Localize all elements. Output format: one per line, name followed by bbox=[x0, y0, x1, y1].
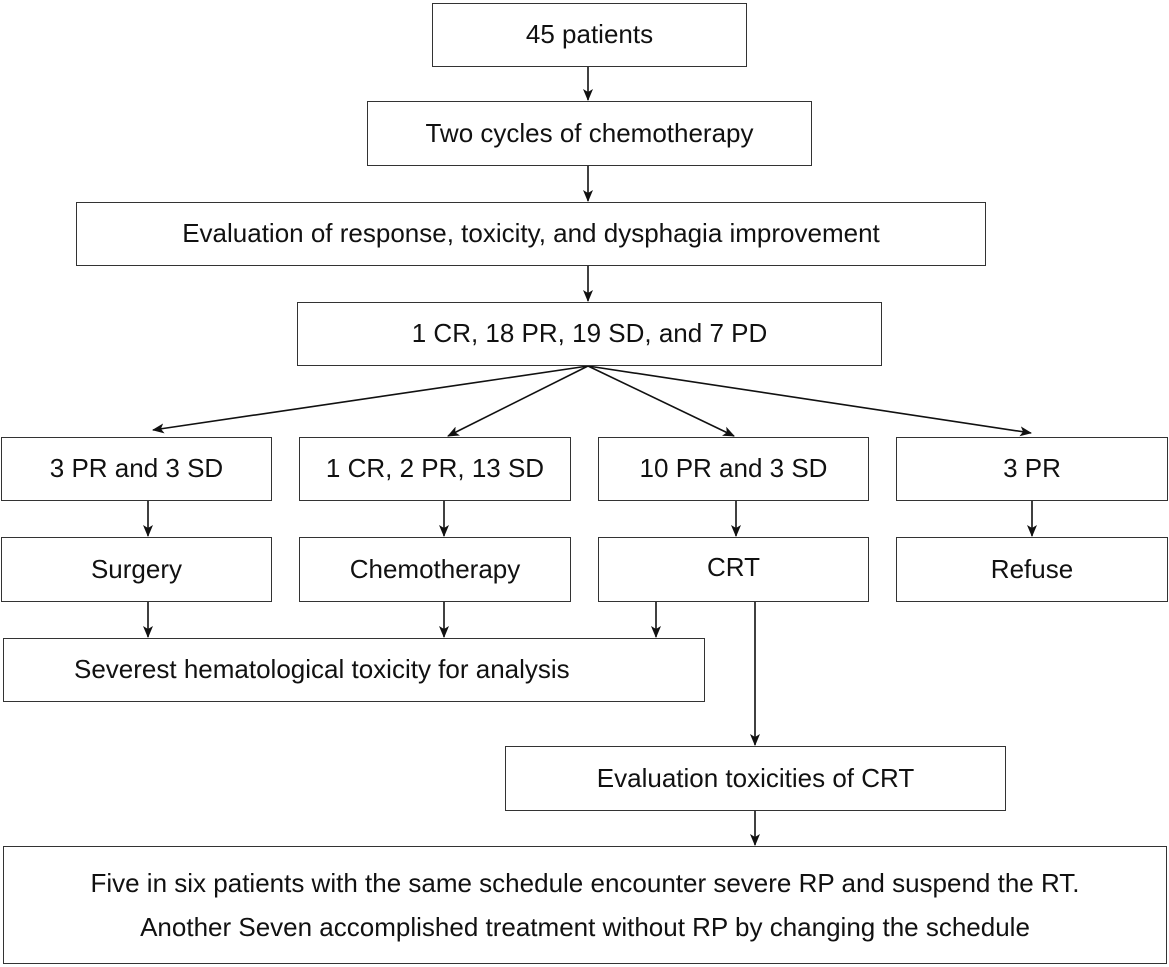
outcome-line-2: Another Seven accomplished treatment wit… bbox=[140, 912, 1030, 942]
group-1-response-label: 3 PR and 3 SD bbox=[49, 453, 224, 484]
group-3-response-label: 10 PR and 3 SD bbox=[639, 453, 828, 484]
arrow-response-to-group-3 bbox=[587, 365, 735, 437]
group-4-response-box: 3 PR bbox=[896, 437, 1168, 501]
arrow-response-to-group-4 bbox=[587, 365, 1032, 437]
hematological-label: Severest hematological toxicity for anal… bbox=[74, 654, 570, 685]
arrow-response-to-group-2 bbox=[447, 365, 589, 437]
group-3-response-box: 10 PR and 3 SD bbox=[598, 437, 869, 501]
group-2-response-box: 1 CR, 2 PR, 13 SD bbox=[299, 437, 571, 501]
hematological-box: Severest hematological toxicity for anal… bbox=[3, 638, 705, 702]
outcome-line-1: Five in six patients with the same sched… bbox=[90, 868, 1080, 898]
crt-evaluation-label: Evaluation toxicities of CRT bbox=[596, 762, 915, 793]
arrow-response-to-group-1 bbox=[152, 365, 589, 434]
chemotherapy-box: Chemotherapy bbox=[299, 537, 571, 602]
crt-box: CRT bbox=[598, 537, 869, 602]
start-label: 45 patients bbox=[525, 19, 654, 50]
crt-label: CRT bbox=[707, 552, 760, 582]
evaluation-label: Evaluation of response, toxicity, and dy… bbox=[182, 218, 880, 249]
chemo-cycles-box: Two cycles of chemotherapy bbox=[367, 101, 812, 166]
surgery-label: Surgery bbox=[90, 553, 183, 584]
crt-evaluation-box: Evaluation toxicities of CRT bbox=[505, 746, 1006, 811]
chemo-cycles-label: Two cycles of chemotherapy bbox=[425, 117, 754, 148]
start-box: 45 patients bbox=[432, 3, 747, 67]
outcome-box: Five in six patients with the same sched… bbox=[3, 846, 1167, 964]
surgery-box: Surgery bbox=[1, 537, 272, 602]
group-4-response-label: 3 PR bbox=[1003, 453, 1061, 484]
refuse-label: Refuse bbox=[990, 553, 1074, 584]
evaluation-box: Evaluation of response, toxicity, and dy… bbox=[76, 202, 986, 266]
chemotherapy-label: Chemotherapy bbox=[349, 553, 521, 584]
refuse-box: Refuse bbox=[896, 537, 1168, 602]
group-1-response-box: 3 PR and 3 SD bbox=[1, 437, 272, 501]
group-2-response-label: 1 CR, 2 PR, 13 SD bbox=[325, 453, 545, 484]
response-summary-label: 1 CR, 18 PR, 19 SD, and 7 PD bbox=[411, 318, 768, 349]
response-summary-box: 1 CR, 18 PR, 19 SD, and 7 PD bbox=[297, 302, 882, 366]
